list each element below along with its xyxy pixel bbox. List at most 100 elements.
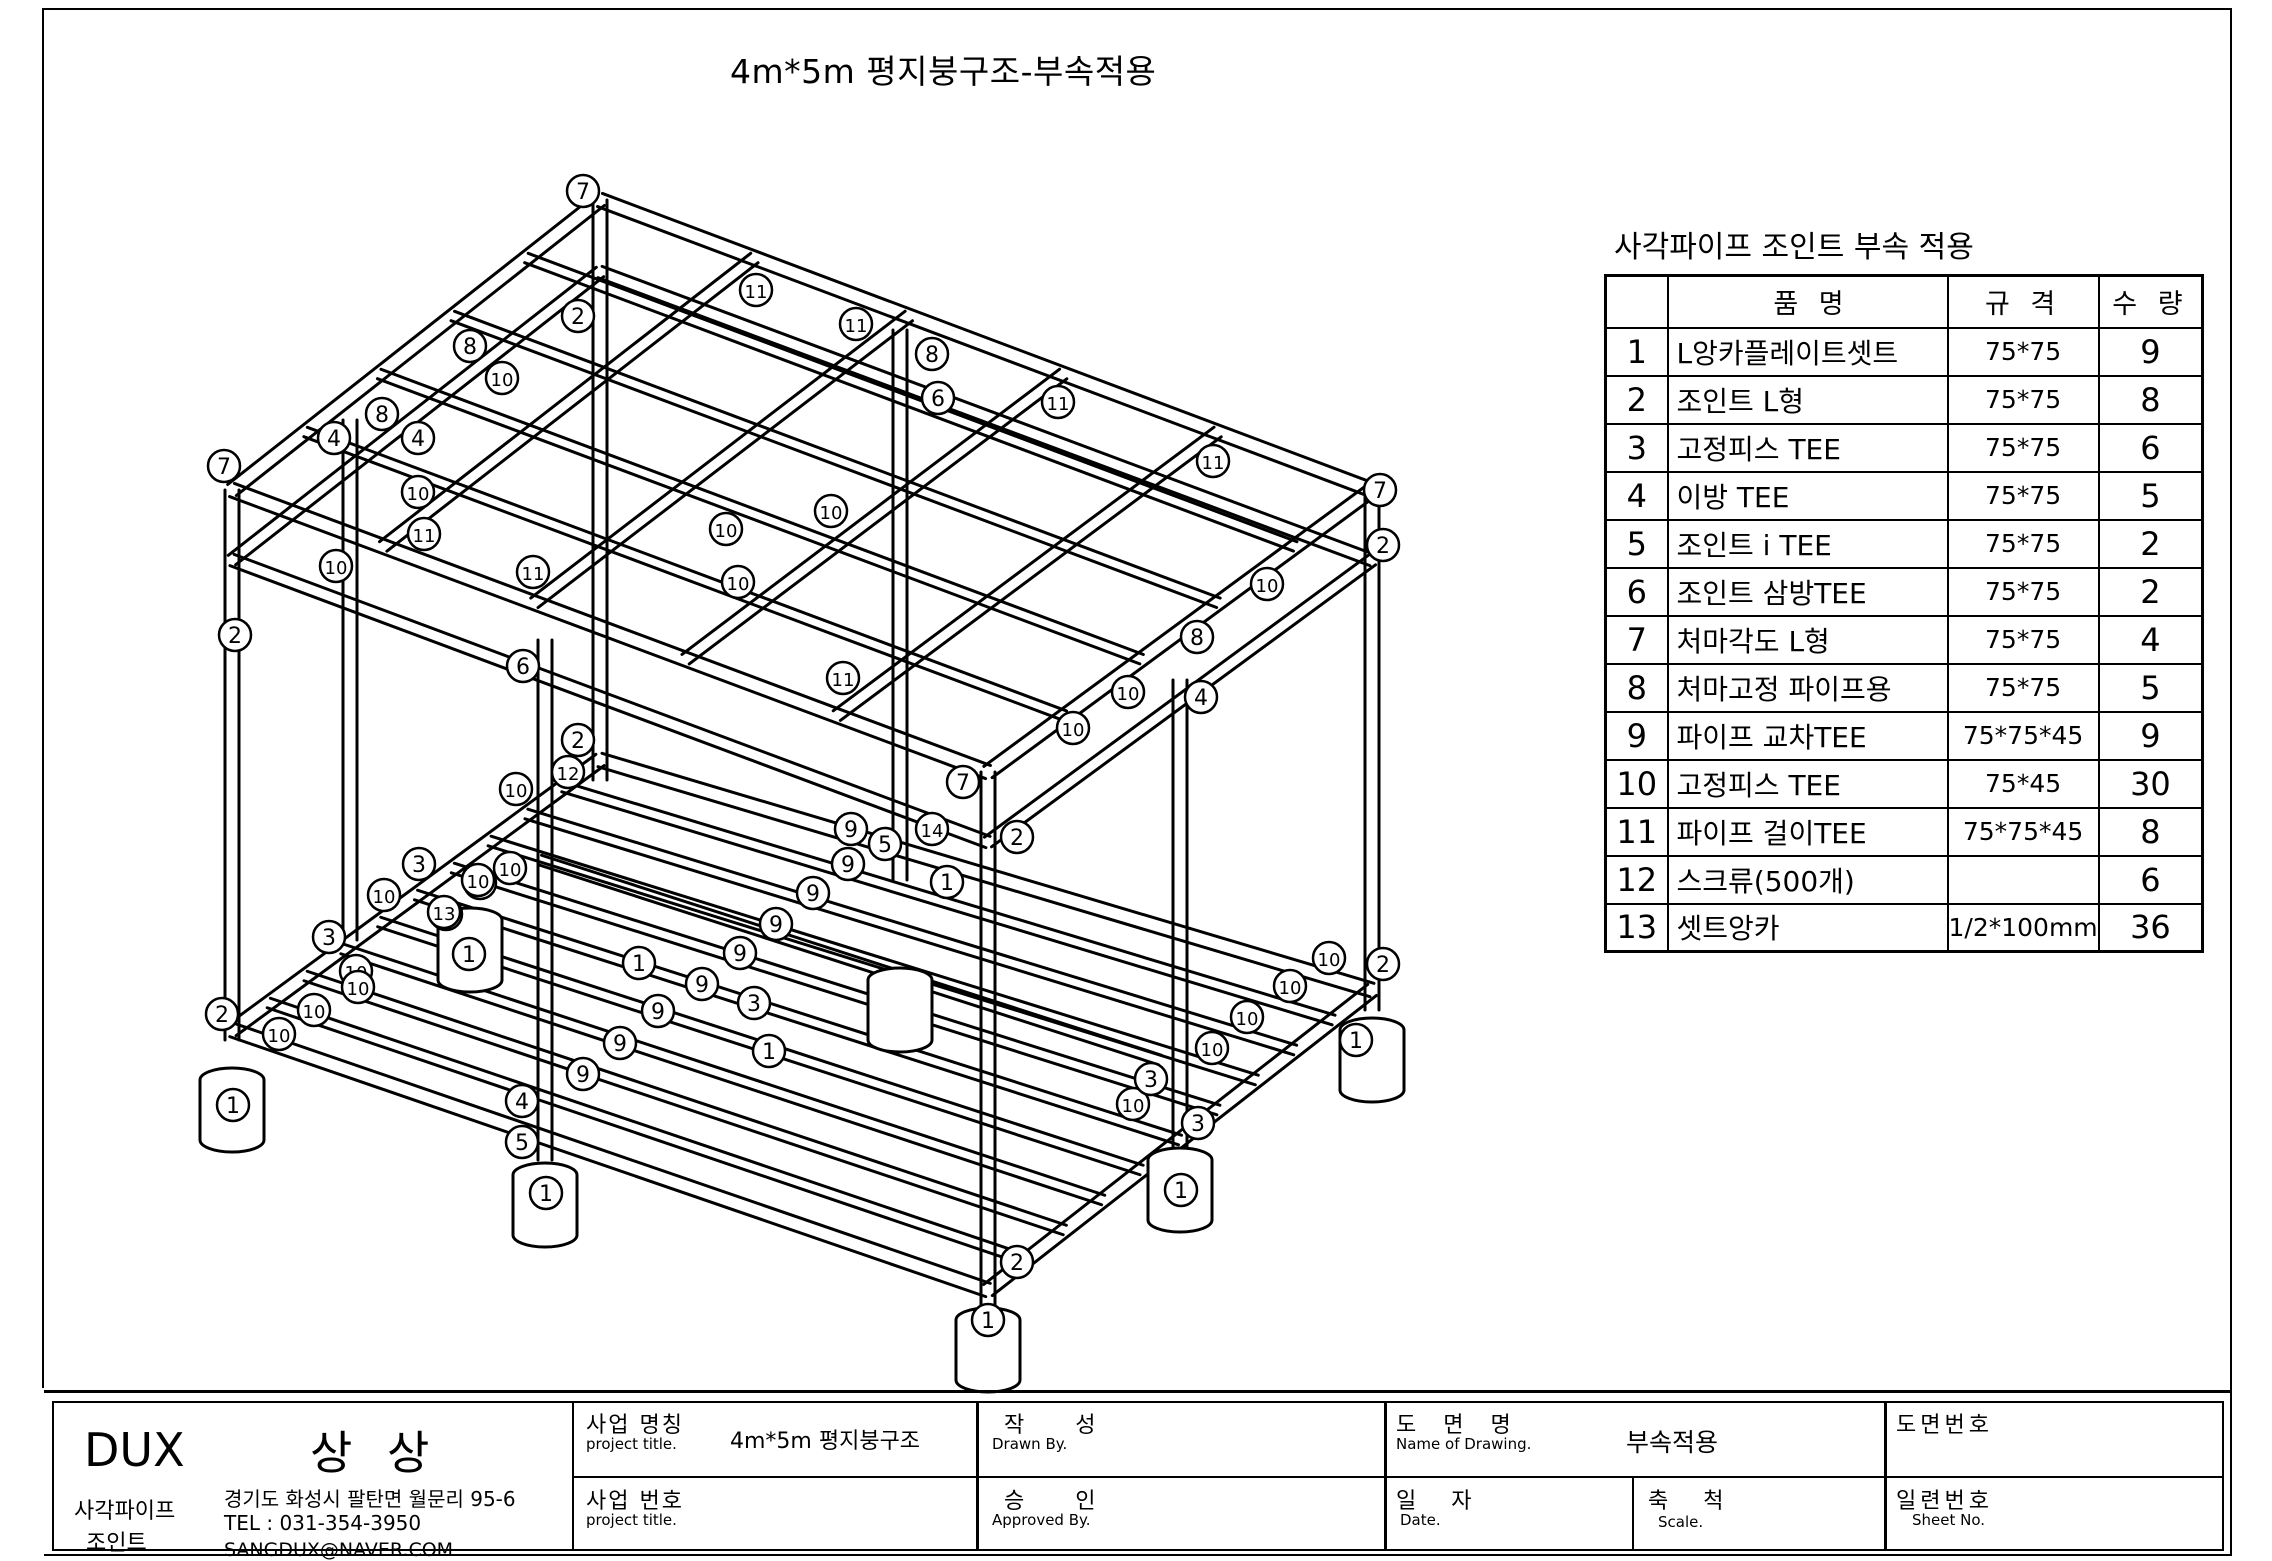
callout-circle: [929, 864, 965, 900]
callout-label: 9: [769, 913, 783, 938]
callout-circle: [838, 306, 874, 342]
callout-label: 1: [462, 943, 476, 968]
eaves-beam-left: [226, 265, 598, 557]
bom-cell-name: 스크류(500개): [1666, 854, 1949, 905]
roof-purlin: [831, 425, 1216, 713]
bom-cell-spec: 75*75*45: [1946, 710, 2100, 761]
project-name-value: 4m*5m 평지붕구조: [730, 1429, 921, 1454]
bom-cell-qty: 36: [2097, 902, 2204, 953]
floor-joist: [489, 834, 1260, 1077]
callout-circle: [738, 272, 774, 308]
bom-cell-spec: 1/2*100mm: [1946, 902, 2100, 953]
callout-label: 10: [727, 574, 750, 595]
floor-cross-member: [540, 853, 1164, 1057]
floor-edge-back: [600, 751, 1376, 985]
roof-rafter: [523, 261, 1295, 553]
drawing-name-value: 부속적용: [1626, 1428, 1719, 1457]
drawing-title: 4m*5m 평지붕구조-부속적용: [730, 52, 1157, 91]
roof-edge-front: [232, 481, 992, 767]
bom-cell-name: 조인트 L형: [1666, 374, 1949, 425]
eaves-beam-right: [982, 553, 1370, 839]
callout-label: 10: [325, 558, 348, 579]
date-en: Date.: [1400, 1511, 1441, 1529]
callout-label: 14: [921, 821, 944, 842]
bom-cell-name: 파이프 걸이TEE: [1666, 806, 1949, 857]
callout-label: 11: [413, 526, 436, 547]
callout-label: 8: [925, 343, 939, 368]
floor-edge-right: [990, 994, 1378, 1298]
callout-label: 11: [522, 564, 545, 585]
company-address: 경기도 화성시 팔탄면 월문리 95-6: [224, 1487, 516, 1511]
bom-caption: 사각파이프 조인트 부속 적용: [1614, 230, 1974, 265]
bom-cell-qty: 5: [2097, 662, 2204, 713]
callout-circle: [1183, 679, 1219, 715]
callout-label: 9: [651, 1000, 665, 1025]
callout-circle: [504, 1124, 540, 1160]
callout-circle: [316, 420, 352, 456]
callout-label: 2: [1376, 953, 1390, 978]
callout-label: 10: [303, 1002, 326, 1023]
callout-label: 10: [407, 484, 430, 505]
callout-label: 2: [1010, 1251, 1024, 1276]
company-cell: DUX 상 상 사각파이프 조인트 경기도 화성시 팔탄면 월문리 95-6 T…: [52, 1401, 574, 1561]
roof-rafter: [375, 377, 1142, 666]
callout-label: 10: [491, 370, 514, 391]
callout-circle: [311, 919, 347, 955]
bom-cell-spec: 75*75: [1946, 614, 2100, 665]
callout-label: 4: [327, 427, 341, 452]
callout-label: 9: [841, 853, 855, 878]
bom-cell-spec: [1946, 854, 2100, 905]
callout-label: 9: [806, 882, 820, 907]
bom-cell-no: 13: [1604, 902, 1669, 953]
floor-edge-left: [226, 752, 598, 1026]
company-logo-text: DUX: [84, 1423, 185, 1477]
roof-rafter: [526, 251, 1299, 544]
bom-cell-spec: 75*75: [1946, 566, 2100, 617]
callout-label: 10: [373, 887, 396, 908]
title-block-divider-1: [976, 1401, 979, 1551]
part-callouts: 7777222222228888111111111111111010101010…: [204, 173, 1401, 1338]
callout-label: 11: [832, 670, 855, 691]
callout-label: 7: [956, 771, 970, 796]
callout-circle: [751, 1033, 787, 1069]
title-block-midline: [574, 1476, 2224, 1478]
callout-circle: [505, 648, 541, 684]
bom-header-no: [1604, 274, 1669, 329]
callout-label: 10: [1062, 720, 1085, 741]
callout-circle: [366, 877, 402, 913]
floor-joist: [560, 790, 1334, 1027]
approved-by-en: Approved By.: [992, 1511, 1091, 1529]
bom-cell-qty: 8: [2097, 374, 2204, 425]
bom-cell-spec: 75*75*45: [1946, 806, 2100, 857]
callout-circle: [1194, 1030, 1230, 1066]
callout-label: 4: [515, 1090, 529, 1115]
callout-circle: [1338, 1022, 1374, 1058]
bom-cell-qty: 2: [2097, 518, 2204, 569]
callout-label: 1: [1349, 1029, 1363, 1054]
project-name-en: project title.: [586, 1435, 677, 1453]
eaves-beam-back: [596, 276, 1372, 568]
callout-label: 12: [557, 764, 580, 785]
callout-label: 10: [1117, 684, 1140, 705]
bom-cell-name: 고정피스 TEE: [1666, 422, 1949, 473]
bom-cell-no: 4: [1604, 470, 1669, 521]
callout-label: 5: [515, 1131, 529, 1156]
callout-circle: [528, 1175, 564, 1211]
bom-cell-spec: 75*75: [1946, 470, 2100, 521]
bom-cell-no: 12: [1604, 854, 1669, 905]
bom-cell-spec: 75*75: [1946, 518, 2100, 569]
callout-circle: [550, 754, 586, 790]
callout-circle: [833, 811, 869, 847]
roof-purlin: [385, 261, 760, 553]
callout-circle: [204, 996, 240, 1032]
callout-circle: [1055, 710, 1091, 746]
callout-label: 11: [845, 316, 868, 337]
callout-label: 2: [1376, 534, 1390, 559]
bom-cell-qty: 6: [2097, 422, 2204, 473]
drawing-frame-left-edge: [42, 8, 44, 1388]
